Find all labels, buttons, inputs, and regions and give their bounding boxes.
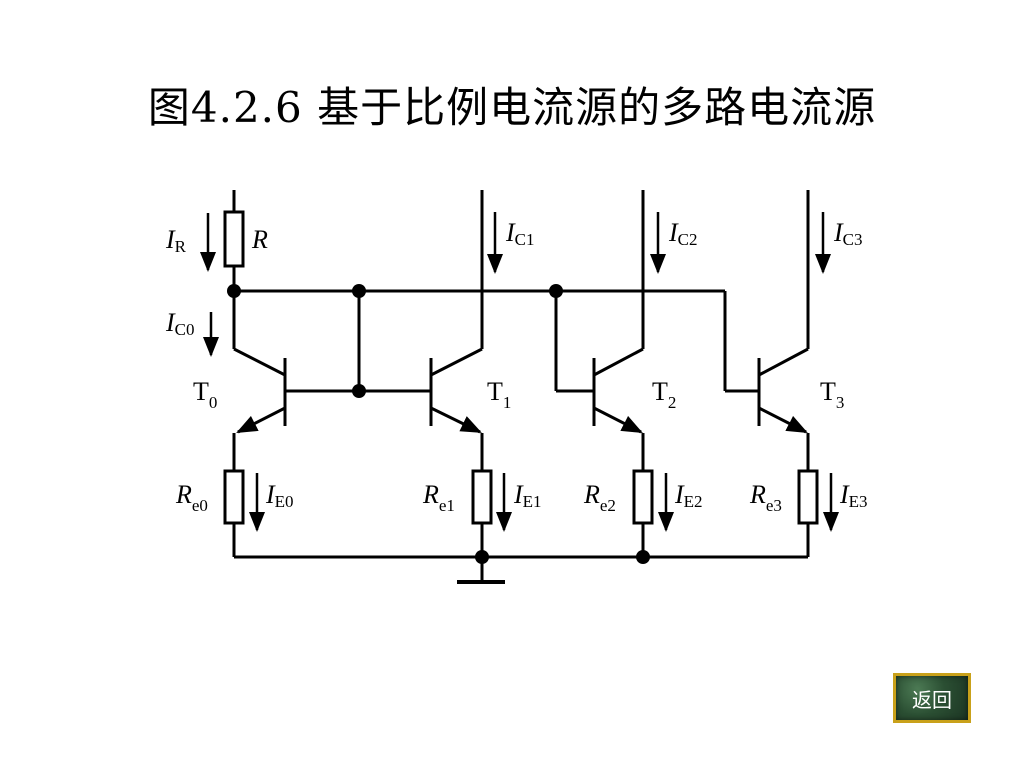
label-Re2: Re2 (583, 480, 616, 515)
slide-title: 图4.2.6 基于比例电流源的多路电流源 (147, 83, 877, 132)
junction-dot (352, 384, 366, 398)
resistor-Re1 (471, 469, 493, 525)
junction-dot (636, 550, 650, 564)
label-T0: T0 (193, 377, 217, 412)
T3-collector (758, 347, 809, 377)
label-T2: T2 (652, 377, 676, 412)
junction-dot (227, 284, 241, 298)
T1-collector (430, 347, 483, 377)
label-IC0: IC0 (165, 308, 195, 339)
resistor-Re0 (223, 469, 245, 525)
label-IC3: IC3 (833, 218, 863, 249)
T3-emitter (758, 406, 808, 434)
label-IE2: IE2 (674, 480, 703, 511)
label-Re3: Re3 (749, 480, 782, 515)
label-IE3: IE3 (839, 480, 868, 511)
label-R: R (251, 225, 268, 254)
junction-dot (352, 284, 366, 298)
label-T1: T1 (487, 377, 511, 412)
resistor-Re3 (797, 469, 819, 525)
label-T3: T3 (820, 377, 844, 412)
T2-emitter (593, 406, 643, 434)
label-IE1: IE1 (513, 480, 542, 511)
label-IC2: IC2 (668, 218, 698, 249)
T1-emitter (430, 406, 482, 434)
T0-emitter (236, 406, 286, 434)
label-IR: IR (165, 225, 187, 256)
label-Re0: Re0 (175, 480, 208, 515)
label-IC1: IC1 (505, 218, 535, 249)
junction-dot (475, 550, 489, 564)
T0-collector (233, 347, 286, 377)
label-IE0: IE0 (265, 480, 294, 511)
resistor-R (223, 210, 245, 268)
back-button[interactable]: 返回 (893, 673, 971, 723)
label-Re1: Re1 (422, 480, 455, 515)
resistor-Re2 (632, 469, 654, 525)
T2-collector (593, 347, 644, 377)
junction-dot (549, 284, 563, 298)
